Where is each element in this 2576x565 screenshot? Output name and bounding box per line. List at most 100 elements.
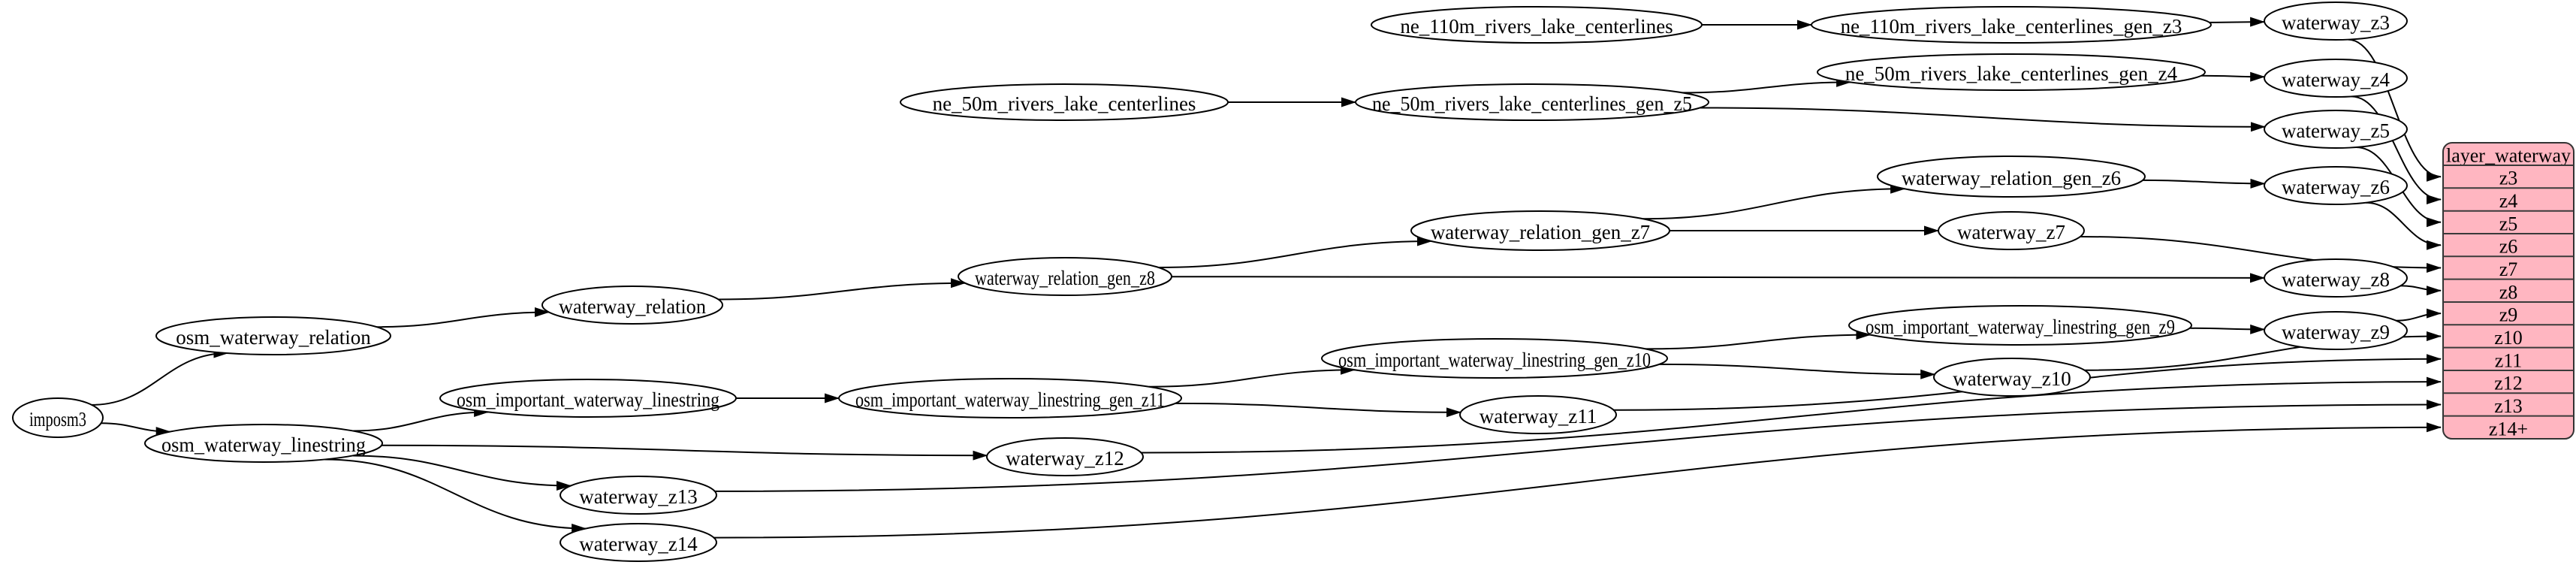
node-label-imposm3: imposm3: [29, 408, 86, 431]
table-row-z8: z8: [2499, 281, 2518, 303]
node-label-ne_110m_rivers_lake_centerlines_gen_z3: ne_110m_rivers_lake_centerlines_gen_z3: [1841, 15, 2182, 38]
node-ellipse-waterway_relation_gen_z7: [1410, 210, 1670, 251]
node-ellipse-ne_50m_rivers_lake_centerlines_gen_z4: [1817, 53, 2206, 91]
node-ne_50m_rivers_lake_centerlines: ne_50m_rivers_lake_centerlines: [900, 83, 1229, 121]
node-waterway_z10: waterway_z10: [1933, 358, 2091, 397]
node-label-waterway_z8: waterway_z8: [2282, 268, 2390, 291]
table-layer: layer_waterwayz3z4z5z6z7z8z9z10z11z12z13…: [2442, 142, 2574, 440]
node-ellipse-waterway_z9: [2264, 311, 2408, 350]
edge-waterway_z13-row-z13: [714, 400, 2442, 492]
node-osm_important_waterway_linestring_gen_z11: osm_important_waterway_linestring_gen_z1…: [838, 378, 1182, 418]
node-ellipse-waterway_z8: [2264, 258, 2408, 298]
node-ellipse-waterway_z5: [2264, 110, 2408, 149]
node-waterway_z11: waterway_z11: [1459, 395, 1617, 434]
node-ellipse-waterway_z4: [2264, 59, 2408, 98]
edge-waterway_z7-row-z7: [2080, 236, 2442, 273]
edge-waterway_z12-row-z12: [1141, 376, 2442, 454]
node-osm_waterway_relation: osm_waterway_relation: [155, 316, 391, 355]
node-ellipse-osm_important_waterway_linestring: [439, 379, 737, 418]
node-label-osm_important_waterway_linestring_gen_z9: osm_important_waterway_linestring_gen_z9: [1866, 316, 2175, 338]
nodes-layer: imposm3 osm_waterway_relation osm_waterway…: [12, 2, 2408, 562]
node-osm_important_waterway_linestring_gen_z10: osm_important_waterway_linestring_gen_z1…: [1321, 338, 1668, 379]
edge-osm_waterway_linestring-waterway_z14: [324, 458, 587, 533]
edge-waterway_relation-waterway_relation_gen_z8: [718, 278, 966, 301]
node-label-ne_50m_rivers_lake_centerlines: ne_50m_rivers_lake_centerlines: [933, 92, 1196, 115]
node-ellipse-ne_110m_rivers_lake_centerlines: [1371, 6, 1703, 44]
node-ellipse-waterway_z10: [1933, 358, 2091, 397]
node-waterway_z5: waterway_z5: [2264, 110, 2408, 149]
edge-osm_important_waterway_linestring_gen_z9-waterway_z9: [2189, 324, 2266, 334]
edge-osm_waterway_linestring-waterway_z12: [382, 444, 988, 461]
node-waterway_z9: waterway_z9: [2264, 311, 2408, 350]
edge-ne_50m_rivers_lake_centerlines_gen_z5-waterway_z5: [1700, 107, 2266, 132]
node-ellipse-waterway_z13: [560, 476, 717, 515]
edge-osm_important_waterway_linestring_gen_z11-osm_important_waterway_linestring_gen_z10: [1148, 364, 1356, 388]
node-label-osm_waterway_relation: osm_waterway_relation: [176, 326, 371, 349]
node-ellipse-waterway_z3: [2264, 2, 2408, 41]
node-waterway_z13: waterway_z13: [560, 476, 717, 515]
node-label-waterway_z4: waterway_z4: [2282, 68, 2390, 91]
node-osm_waterway_linestring: osm_waterway_linestring: [144, 424, 383, 463]
edges-layer: [92, 17, 2442, 539]
edge-osm_waterway_relation-waterway_relation: [376, 307, 550, 328]
node-label-ne_50m_rivers_lake_centerlines_gen_z4: ne_50m_rivers_lake_centerlines_gen_z4: [1845, 62, 2178, 85]
edge-osm_important_waterway_linestring_gen_z10-osm_important_waterway_linestring_gen_z9: [1645, 330, 1872, 350]
edge-osm_waterway_linestring-osm_important_waterway_linestring: [352, 407, 490, 432]
node-ellipse-osm_waterway_linestring: [144, 424, 383, 463]
edge-waterway_z8-row-z8: [2400, 285, 2442, 296]
node-waterway_z4: waterway_z4: [2264, 59, 2408, 98]
node-waterway_z6: waterway_z6: [2264, 166, 2408, 205]
node-label-waterway_z9: waterway_z9: [2282, 321, 2390, 343]
node-osm_important_waterway_linestring_gen_z9: osm_important_waterway_linestring_gen_z9: [1848, 305, 2192, 346]
node-ne_110m_rivers_lake_centerlines_gen_z3: ne_110m_rivers_lake_centerlines_gen_z3: [1811, 6, 2212, 44]
node-waterway_relation_gen_z7: waterway_relation_gen_z7: [1410, 210, 1670, 251]
table-row-z11: z11: [2495, 349, 2523, 371]
node-label-osm_important_waterway_linestring_gen_z10: osm_important_waterway_linestring_gen_z1…: [1338, 349, 1651, 371]
edge-waterway_relation_gen_z6-waterway_z6: [2143, 178, 2266, 189]
node-label-waterway_relation_gen_z8: waterway_relation_gen_z8: [975, 267, 1155, 289]
node-waterway_relation_gen_z6: waterway_relation_gen_z6: [1877, 156, 2146, 198]
table-row-z6: z6: [2499, 236, 2518, 258]
node-waterway_z8: waterway_z8: [2264, 258, 2408, 298]
edge-waterway_z9-row-z9: [2396, 308, 2442, 322]
node-ne_50m_rivers_lake_centerlines_gen_z5: ne_50m_rivers_lake_centerlines_gen_z5: [1355, 83, 1709, 121]
node-label-ne_110m_rivers_lake_centerlines: ne_110m_rivers_lake_centerlines: [1400, 15, 1673, 38]
node-label-ne_50m_rivers_lake_centerlines_gen_z5: ne_50m_rivers_lake_centerlines_gen_z5: [1372, 92, 1692, 115]
node-label-waterway_z11: waterway_z11: [1480, 405, 1597, 428]
table-row-z5: z5: [2499, 213, 2518, 234]
node-ellipse-ne_50m_rivers_lake_centerlines_gen_z5: [1355, 83, 1709, 121]
table-row-z13: z13: [2494, 395, 2523, 417]
table-row-z7: z7: [2499, 258, 2518, 280]
node-label-waterway_z10: waterway_z10: [1953, 367, 2071, 390]
node-ne_50m_rivers_lake_centerlines_gen_z4: ne_50m_rivers_lake_centerlines_gen_z4: [1817, 53, 2206, 91]
edge-imposm3-osm_waterway_relation: [92, 348, 229, 406]
node-label-waterway_z5: waterway_z5: [2282, 119, 2390, 142]
node-label-waterway_z13: waterway_z13: [579, 485, 697, 508]
table-row-z9: z9: [2499, 304, 2518, 326]
node-label-waterway_relation_gen_z7: waterway_relation_gen_z7: [1431, 221, 1650, 243]
edge-waterway_relation_gen_z7-waterway_relation_gen_z6: [1642, 183, 1906, 220]
node-ellipse-osm_important_waterway_linestring_gen_z11: [838, 378, 1182, 418]
node-label-waterway_z6: waterway_z6: [2282, 176, 2390, 198]
edge-osm_important_waterway_linestring_gen_z10-waterway_z10: [1658, 363, 1936, 379]
layer-waterway-table-title: layer_waterway: [2446, 145, 2571, 167]
node-ellipse-osm_important_waterway_linestring_gen_z10: [1321, 338, 1668, 379]
edge-osm_important_waterway_linestring_gen_z11-waterway_z11: [1175, 402, 1461, 418]
node-ellipse-waterway_relation_gen_z6: [1877, 156, 2146, 198]
node-waterway_z7: waterway_z7: [1938, 211, 2085, 250]
table-row-z10: z10: [2494, 327, 2523, 349]
edge-waterway_relation_gen_z8-waterway_relation_gen_z7: [1158, 236, 1432, 268]
node-osm_important_waterway_linestring: osm_important_waterway_linestring: [439, 379, 737, 418]
edge-ne_50m_rivers_lake_centerlines_gen_z4-waterway_z4: [2200, 71, 2266, 82]
node-label-osm_waterway_linestring: osm_waterway_linestring: [161, 434, 366, 456]
node-ellipse-ne_50m_rivers_lake_centerlines: [900, 83, 1229, 121]
edge-waterway_z14-row-z14+: [713, 422, 2442, 539]
node-waterway_z12: waterway_z12: [986, 437, 1144, 476]
node-ellipse-osm_important_waterway_linestring_gen_z9: [1848, 305, 2192, 346]
edge-waterway_z6-row-z6: [2366, 201, 2442, 250]
node-label-waterway_z3: waterway_z3: [2282, 11, 2390, 34]
node-label-waterway_z14: waterway_z14: [579, 533, 698, 555]
edge-ne_110m_rivers_lake_centerlines_gen_z3-waterway_z3: [2209, 17, 2266, 27]
table-row-z14+: z14+: [2489, 418, 2528, 440]
node-ellipse-waterway_z11: [1459, 395, 1617, 434]
